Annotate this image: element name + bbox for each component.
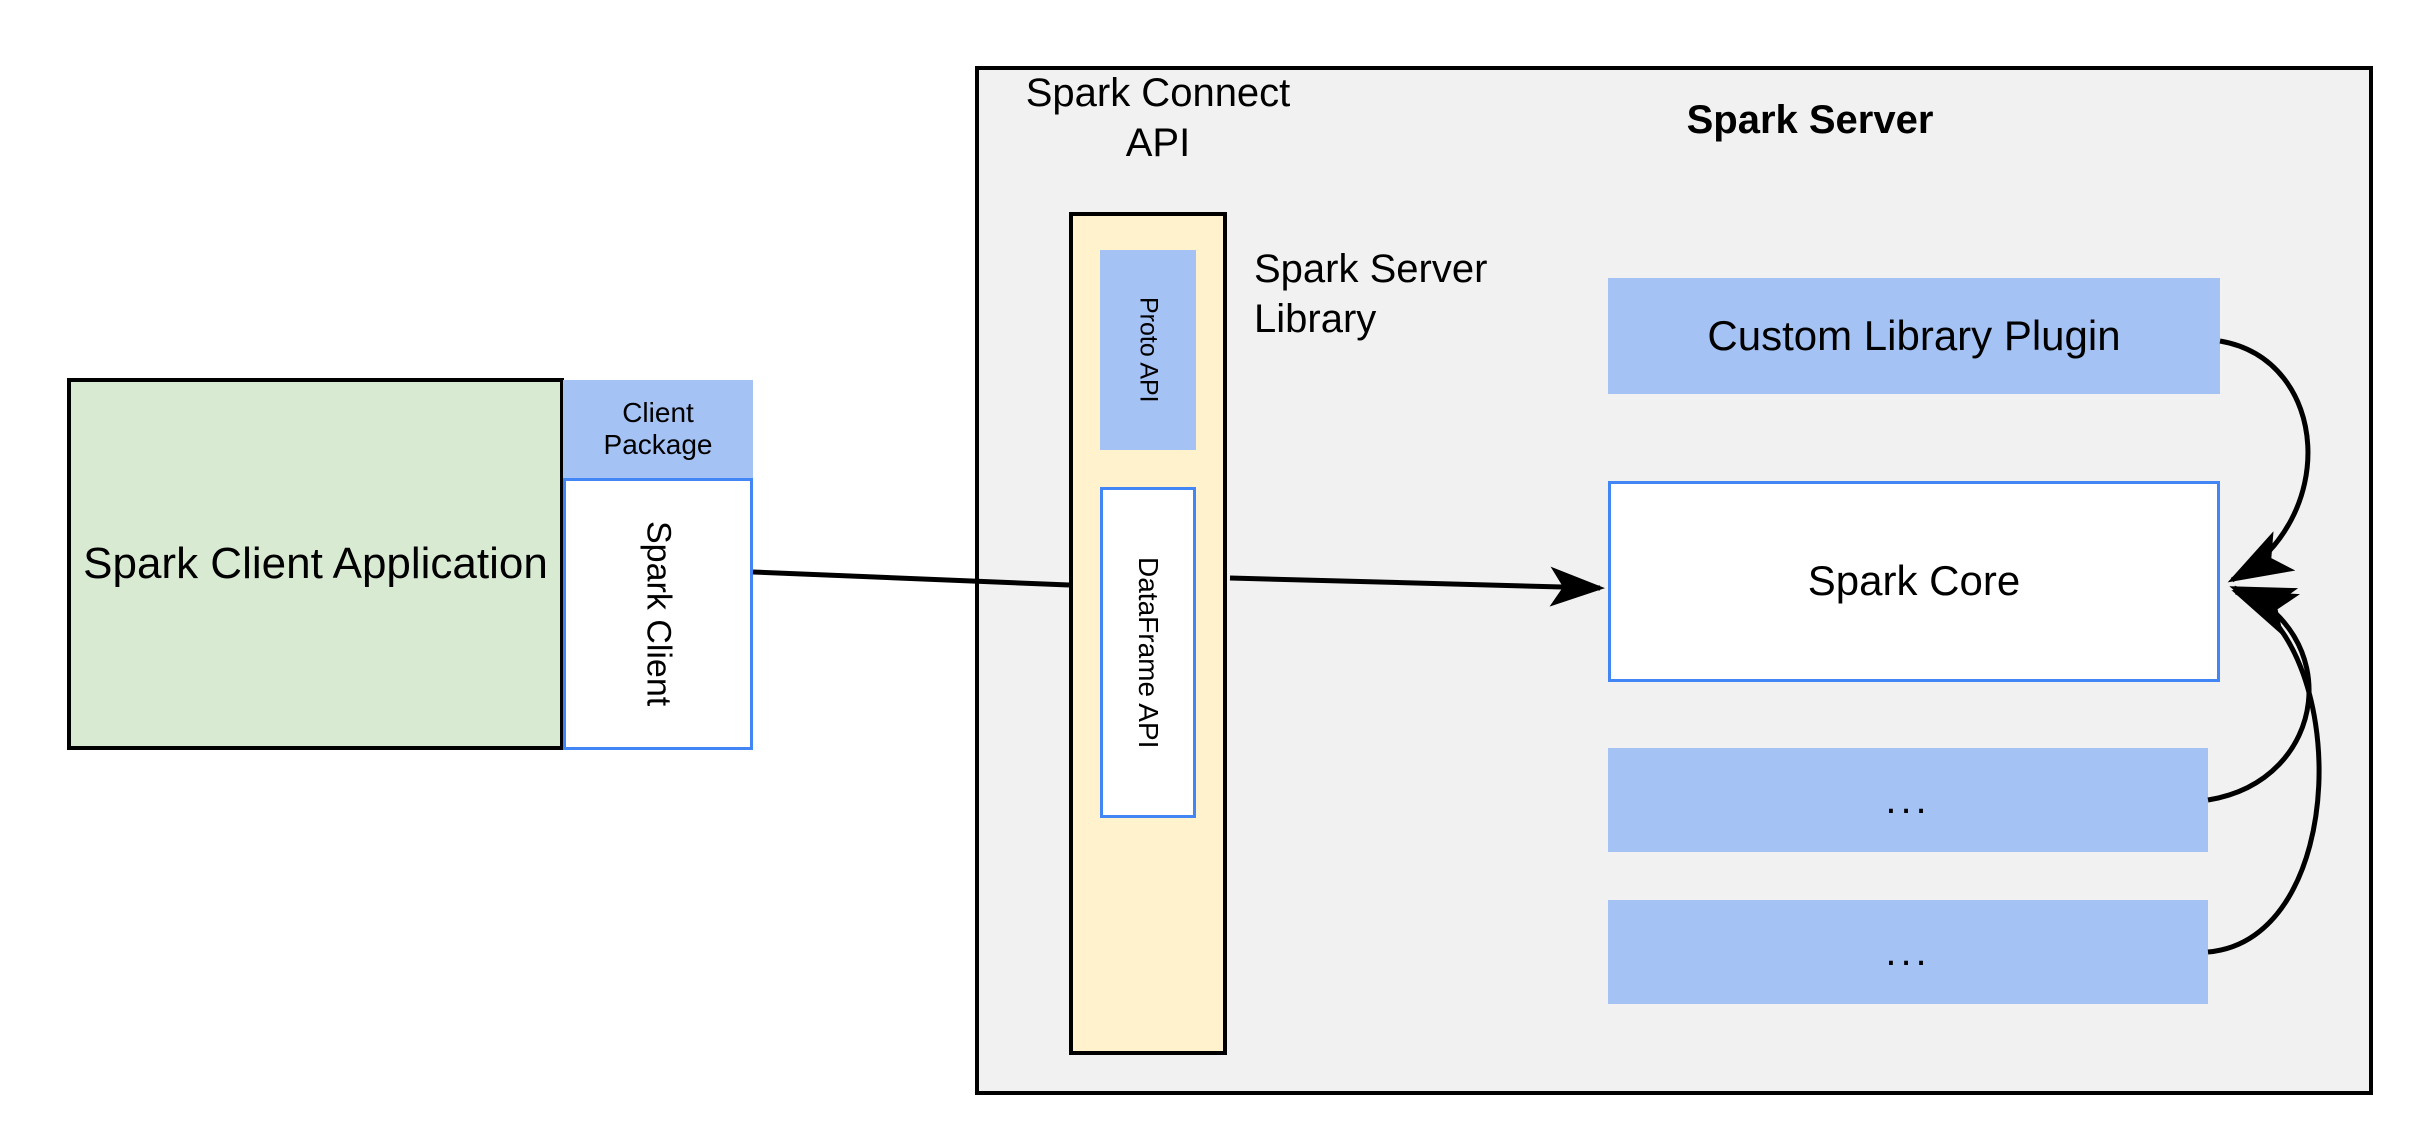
- placeholder-module-label-2: ...: [1885, 930, 1931, 974]
- spark-server-title: Spark Server: [1686, 98, 1934, 142]
- custom-library-plugin-label: Custom Library Plugin: [1707, 311, 2121, 359]
- placeholder-module-box-2[interactable]: ...: [1608, 900, 2208, 1004]
- spark-connect-api-label: Spark Connect API: [1025, 71, 1291, 165]
- spark-server-library-label: Spark Server Library: [1254, 247, 1488, 341]
- dataframe-api-label: DataFrame API: [1133, 556, 1165, 749]
- client-package-label: Client Package: [603, 396, 713, 460]
- spark-client-application-label: Spark Client Application: [83, 538, 548, 588]
- placeholder-module-label-1: ...: [1885, 778, 1931, 822]
- spark-client-label: Spark Client: [639, 521, 678, 707]
- custom-library-plugin-box[interactable]: Custom Library Plugin: [1608, 278, 2220, 394]
- spark-client-application-box[interactable]: Spark Client Application: [67, 378, 564, 750]
- spark-core-box[interactable]: Spark Core: [1608, 481, 2220, 682]
- spark-core-label: Spark Core: [1807, 557, 2021, 605]
- client-package-box[interactable]: Client Package: [563, 380, 753, 478]
- proto-api-box[interactable]: Proto API: [1100, 250, 1196, 450]
- spark-client-box[interactable]: Spark Client: [563, 478, 753, 750]
- dataframe-api-box[interactable]: DataFrame API: [1100, 487, 1196, 818]
- placeholder-module-box-1[interactable]: ...: [1608, 748, 2208, 852]
- proto-api-label: Proto API: [1134, 297, 1163, 403]
